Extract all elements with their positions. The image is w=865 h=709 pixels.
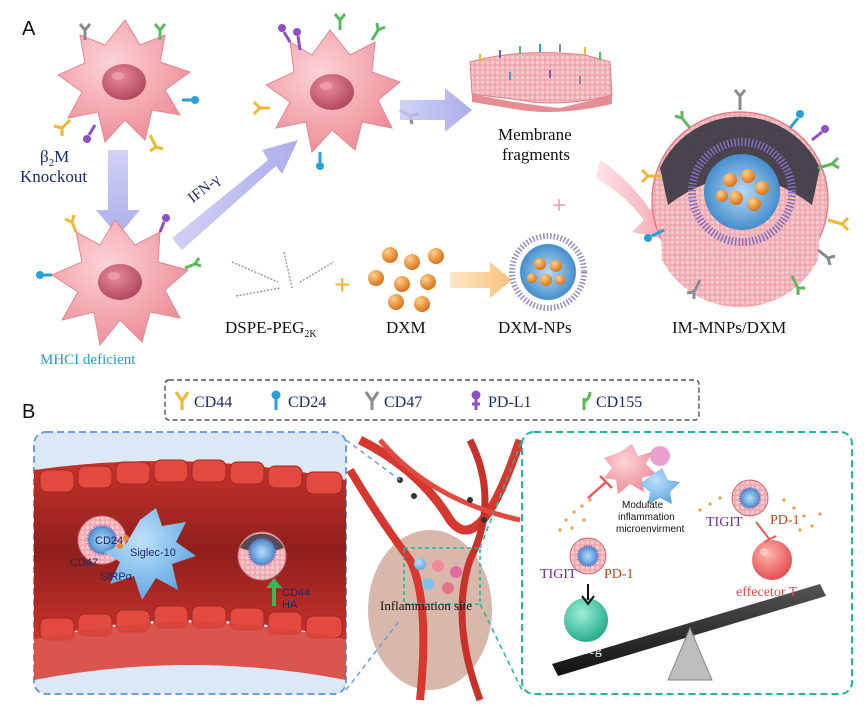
connector-blue-top (345, 439, 401, 481)
cd47-label: CD47 (70, 557, 98, 569)
arrow-knockout-down (96, 150, 140, 236)
legend-item-cd155: CD155 (582, 391, 642, 411)
pd1-right-label: PD-1 (770, 513, 800, 528)
plus-orange: + (334, 269, 350, 300)
panel-b-letter: B (22, 401, 35, 423)
im-mnps-label: IM-MNPs/DXM (672, 318, 786, 337)
modulate-line3: microenvirment (616, 524, 685, 535)
legend-item-cd24: CD24 (271, 390, 326, 411)
dspe-peg-label: DSPE-PEG2K (225, 318, 317, 340)
vessel-zoom-panel (33, 431, 347, 695)
sirpa-label: SIRPα (100, 571, 133, 583)
legend: CD44 CD24 CD47 PD-L1 CD155 (174, 390, 642, 411)
membrane-label-line2: fragments (502, 145, 570, 164)
inflammation-tissue (346, 435, 525, 702)
cd24-label: CD24 (95, 535, 123, 547)
legend-label: CD24 (288, 394, 326, 411)
modulate-line2: inflammation (618, 512, 675, 523)
connector-teal-top (479, 439, 523, 549)
dxm-drug-spheres (368, 247, 444, 312)
connector-blue-bottom (345, 619, 401, 691)
knockout-label-line2: Knockout (20, 167, 87, 186)
legend-marker-pd-l1 (472, 398, 480, 410)
treg-label: Treg (576, 643, 602, 658)
panel-a-letter: A (22, 18, 36, 40)
immune-modulation-panel (521, 431, 853, 695)
legend-marker-cd47 (364, 391, 380, 410)
legend-marker-head (471, 390, 481, 400)
mhci-deficient-label: MHCI deficient (40, 352, 136, 368)
modulate-line1: Modulate (622, 500, 664, 511)
legend-item-pd-l1: PD-L1 (471, 390, 532, 411)
legend-item-cd47: CD47 (364, 391, 422, 411)
plus-pink: + (552, 192, 566, 219)
pd1-left-label: PD-1 (604, 567, 634, 582)
cd44-label: CD44 (282, 587, 310, 599)
legend-label: PD-L1 (488, 394, 532, 411)
arrow-ifn-up (172, 140, 298, 250)
knockout-label-line1: β2M (40, 147, 69, 169)
connector-teal-bottom (479, 603, 523, 691)
legend-marker-head (271, 390, 281, 400)
legend-label: CD155 (596, 394, 642, 411)
arrow-to-im-mnps (596, 160, 670, 240)
siglec-label: Siglec-10 (130, 547, 176, 559)
effector-t-label: effecetor T (736, 585, 798, 600)
legend-marker-cd44 (174, 391, 190, 410)
legend-box (164, 379, 700, 421)
inflammation-site-label: Inflammation site (380, 598, 472, 613)
membrane-fragments (469, 44, 613, 112)
tigit-left-label: TIGIT (540, 567, 577, 582)
legend-label: CD47 (384, 394, 422, 411)
tigit-right-label: TIGIT (706, 515, 743, 530)
dxm-label: DXM (386, 318, 426, 337)
im-mnps-dxm-particle (640, 89, 850, 308)
dxm-nps-label: DXM-NPs (498, 318, 572, 337)
membrane-label-line1: Membrane (498, 125, 572, 144)
legend-item-cd44: CD44 (174, 391, 232, 411)
ha-label: HA (282, 599, 298, 611)
tumor-cell-original (53, 19, 199, 153)
dspe-peg-molecules (231, 251, 335, 297)
dxm-nanoparticle (509, 233, 587, 311)
arrow-to-dxm-nps (450, 262, 512, 298)
arrow-to-membrane (400, 88, 472, 132)
legend-label: CD44 (194, 394, 232, 411)
mhci-deficient-cell (36, 214, 202, 347)
legend-marker-cd155 (582, 391, 592, 410)
